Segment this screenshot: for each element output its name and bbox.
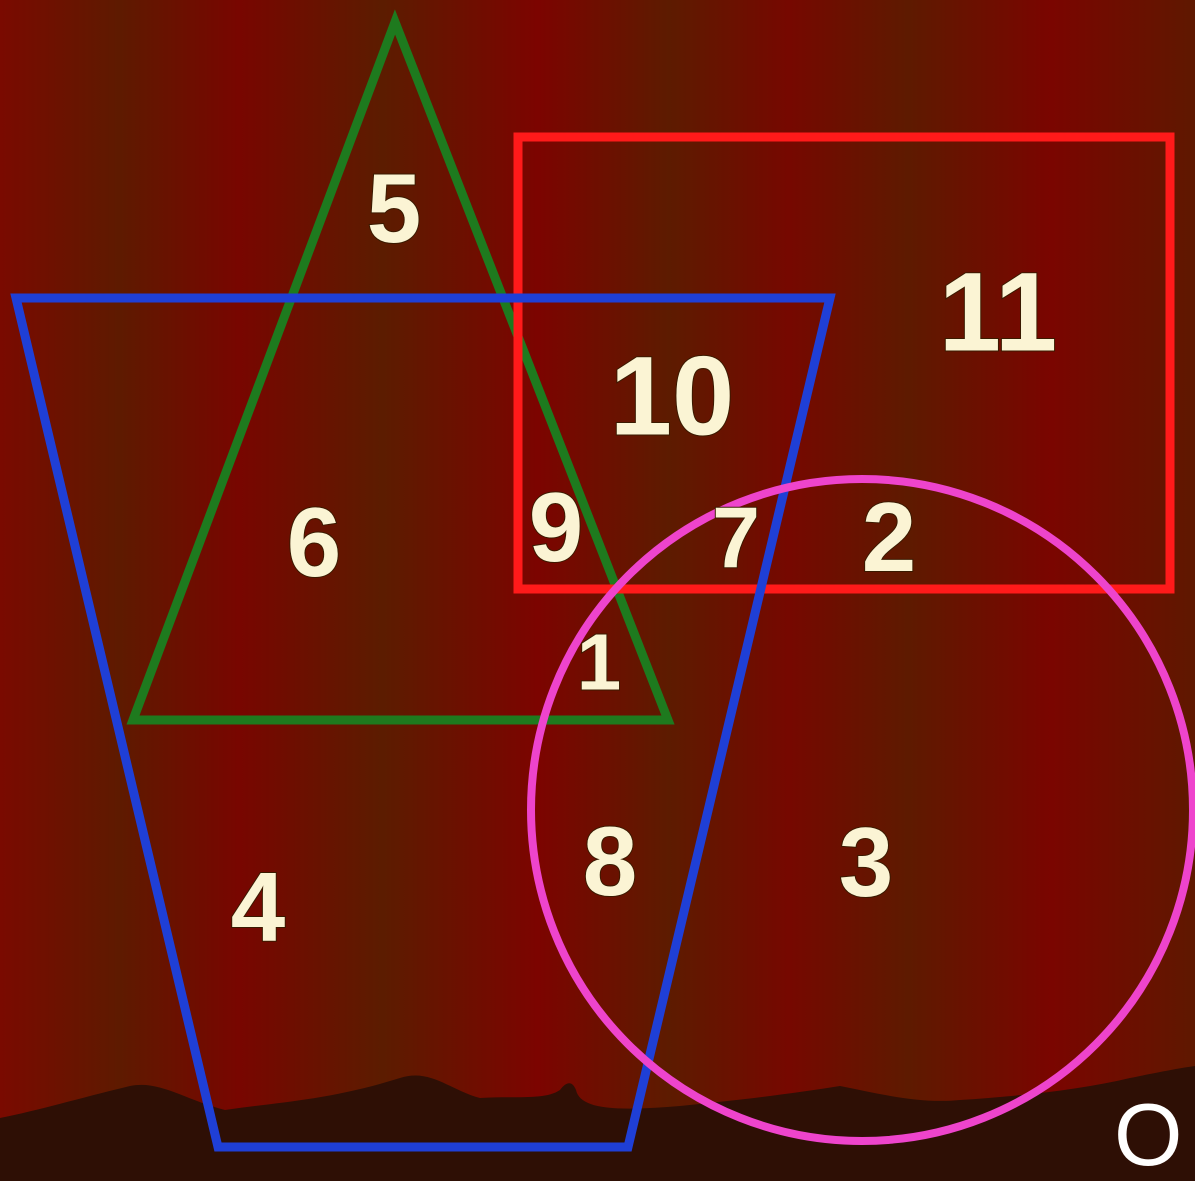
region-label-4: 4 <box>231 852 286 962</box>
region-label-2: 2 <box>862 482 917 592</box>
region-label-6: 6 <box>287 487 342 597</box>
region-label-11: 11 <box>939 250 1057 375</box>
region-label-1: 1 <box>577 618 622 707</box>
region-label-5: 5 <box>367 153 422 263</box>
region-label-3: 3 <box>839 807 894 917</box>
region-label-8: 8 <box>583 806 638 916</box>
corner-text: O <box>1114 1085 1182 1181</box>
region-label-9: 9 <box>529 472 584 582</box>
region-label-7: 7 <box>712 490 760 586</box>
region-label-10: 10 <box>610 334 735 459</box>
